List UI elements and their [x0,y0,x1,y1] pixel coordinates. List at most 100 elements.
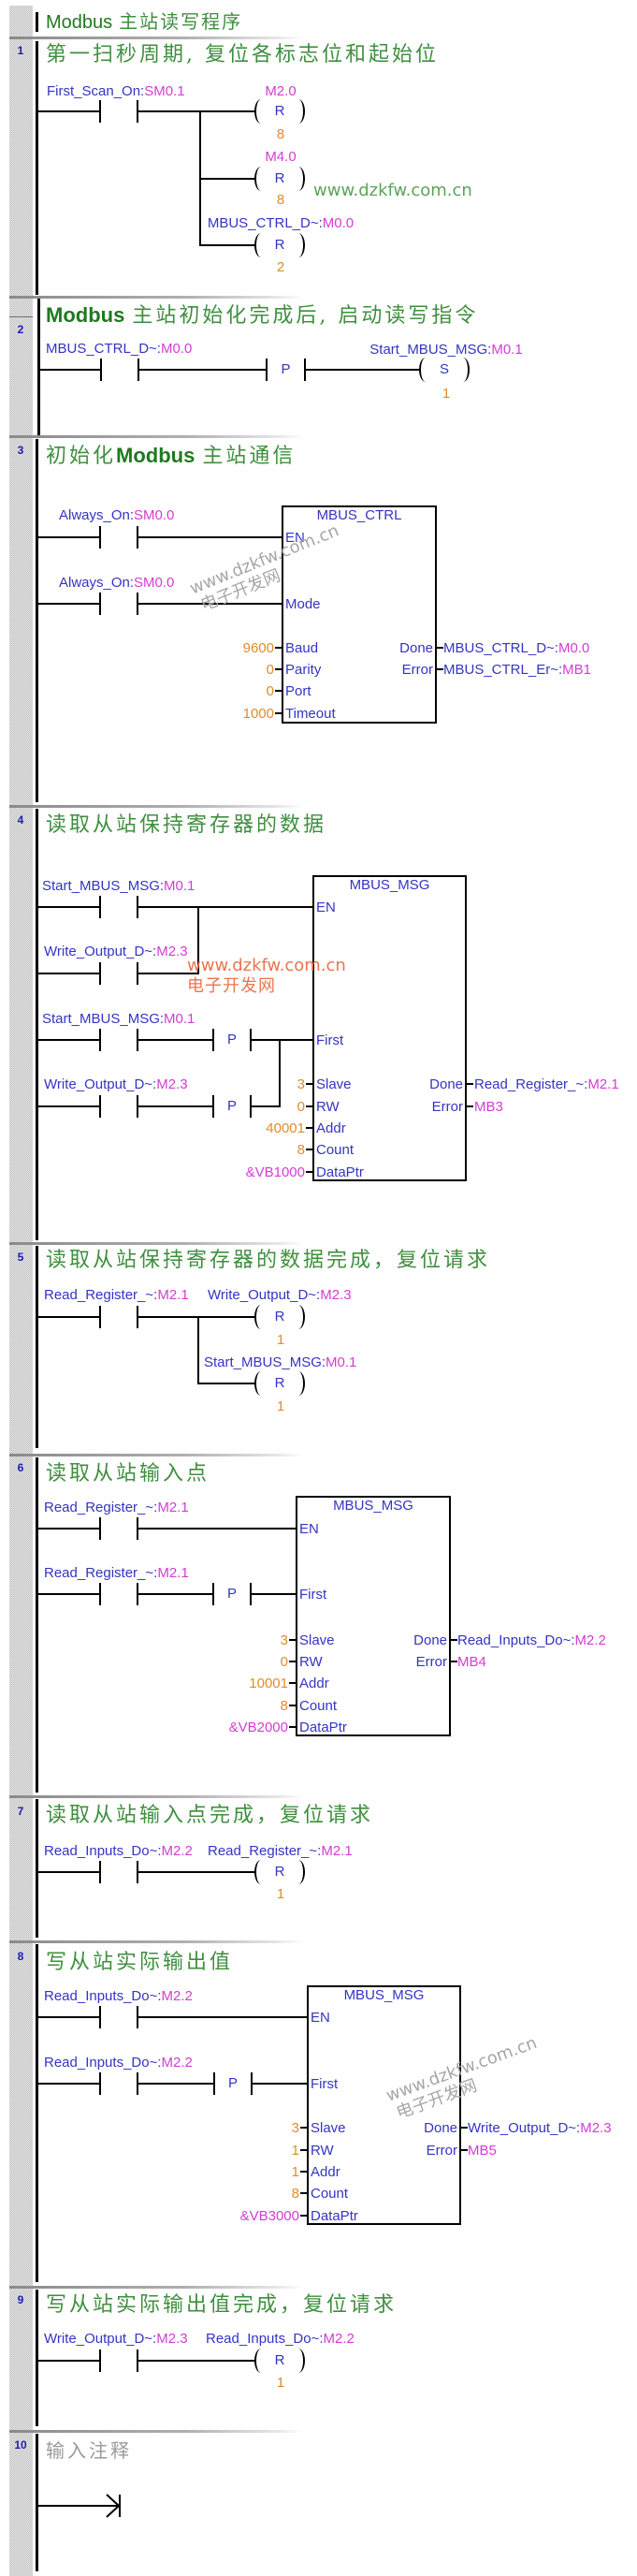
dataptr-value[interactable]: &VB1000 [245,1164,305,1180]
error-operand[interactable]: MBUS_CTRL_Er~:MB1 [443,662,591,678]
mbus-msg-block[interactable]: MBUS_MSG [307,1985,461,2225]
network-number[interactable]: 3 [17,444,24,457]
normally-open-contact[interactable] [99,593,138,615]
coil-operand[interactable]: Read_Inputs_Do~:M2.2 [206,2331,355,2347]
coil-count[interactable]: 1 [276,1398,285,1414]
normally-open-contact[interactable] [99,896,138,918]
positive-edge-contact[interactable]: P [212,1029,252,1051]
coil-operand[interactable]: Write_Output_D~:M2.3 [208,1287,352,1303]
reset-coil[interactable]: R [254,1371,305,1396]
network-number[interactable]: 10 [14,2438,27,2452]
coil-count[interactable]: 1 [276,1332,285,1348]
empty-rung-wire[interactable] [37,2505,119,2507]
network-number[interactable]: 2 [17,323,24,336]
coil-count[interactable]: 1 [276,1886,285,1902]
rw-value[interactable]: 0 [297,1099,305,1115]
baud-value[interactable]: 9600 [242,640,274,656]
coil-count[interactable]: 1 [276,2375,285,2391]
coil-operand[interactable]: M2.0 [265,83,297,99]
normally-open-contact[interactable] [100,359,139,381]
positive-edge-contact[interactable]: P [212,1095,252,1118]
reset-coil[interactable]: R [254,167,305,191]
rw-value[interactable]: 1 [291,2143,299,2159]
coil-count[interactable]: 1 [442,386,451,402]
normally-open-contact[interactable] [99,1095,138,1118]
mbus-msg-block[interactable]: MBUS_MSG [312,875,467,1181]
contact-operand[interactable]: Write_Output_D~:M2.3 [44,1076,188,1092]
network-title[interactable]: 读取从站输入点 [46,1462,210,1486]
done-operand[interactable]: Write_Output_D~:M2.3 [468,2120,612,2136]
network-title[interactable]: 写从站实际输出值 [46,1951,234,1974]
network-number[interactable]: 4 [17,813,24,827]
positive-edge-contact[interactable]: P [212,1583,252,1605]
network-title[interactable]: 读取从站输入点完成，复位请求 [46,1804,374,1827]
normally-open-contact[interactable] [99,2072,138,2095]
network-number[interactable]: 1 [17,44,24,57]
dataptr-value[interactable]: &VB2000 [228,1720,288,1735]
normally-open-contact[interactable] [99,1861,138,1883]
addr-value[interactable]: 1 [291,2164,299,2180]
normally-open-contact[interactable] [99,1029,138,1051]
parity-value[interactable]: 0 [266,662,274,678]
mbus-msg-block[interactable]: MBUS_MSG [296,1496,451,1736]
dataptr-value[interactable]: &VB3000 [239,2208,299,2224]
network-gutter[interactable] [9,6,33,2576]
network-number[interactable]: 9 [17,2293,24,2306]
normally-open-contact[interactable] [99,1583,138,1605]
slave-value[interactable]: 3 [291,2120,299,2136]
contact-operand[interactable]: Read_Register_~:M2.1 [44,1287,189,1303]
reset-coil[interactable]: R [254,99,305,124]
network-comment-placeholder[interactable]: 输入注释 [46,2439,132,2462]
done-operand[interactable]: Read_Inputs_Do~:M2.2 [457,1632,606,1648]
slave-value[interactable]: 3 [280,1632,288,1648]
contact-operand[interactable]: Always_On:SM0.0 [59,575,174,591]
network-number[interactable]: 6 [17,1461,24,1474]
count-value[interactable]: 8 [280,1698,288,1714]
contact-operand[interactable]: Read_Inputs_Do~:M2.2 [44,1988,193,2004]
contact-operand[interactable]: Write_Output_D~:M2.3 [44,2331,188,2347]
done-operand[interactable]: MBUS_CTRL_D~:M0.0 [443,640,589,656]
contact-operand[interactable]: First_Scan_On:SM0.1 [47,83,185,99]
set-coil[interactable]: S [419,358,470,382]
contact-operand[interactable]: MBUS_CTRL_D~:M0.0 [46,341,192,357]
contact-operand[interactable]: Start_MBUS_MSG:M0.1 [42,1011,195,1027]
coil-count[interactable]: 8 [276,126,285,142]
network-number[interactable]: 5 [17,1251,24,1264]
network-number[interactable]: 7 [17,1805,24,1818]
contact-operand[interactable]: Start_MBUS_MSG:M0.1 [42,878,195,894]
coil-operand[interactable]: Read_Register_~:M2.1 [208,1843,353,1859]
reset-coil[interactable]: R [254,1860,305,1884]
positive-edge-contact[interactable]: P [266,359,306,381]
rw-value[interactable]: 0 [280,1654,288,1670]
normally-open-contact[interactable] [99,526,138,549]
contact-operand[interactable]: Always_On:SM0.0 [59,507,174,523]
error-operand[interactable]: MB3 [474,1099,503,1115]
count-value[interactable]: 8 [297,1142,305,1158]
coil-operand[interactable]: M4.0 [265,149,297,165]
network-number[interactable]: 8 [17,1950,24,1963]
contact-operand[interactable]: Read_Inputs_Do~:M2.2 [44,1843,193,1859]
contact-operand[interactable]: Read_Register_~:M2.1 [44,1500,189,1515]
timeout-value[interactable]: 1000 [242,706,274,722]
network-title[interactable]: 读取从站保持寄存器的数据 [46,813,327,837]
normally-open-contact[interactable] [99,1517,138,1540]
error-operand[interactable]: MB4 [457,1654,486,1670]
reset-coil[interactable]: R [254,2349,305,2373]
contact-operand[interactable]: Read_Inputs_Do~:M2.2 [44,2055,193,2071]
error-operand[interactable]: MB5 [468,2143,497,2159]
addr-value[interactable]: 40001 [266,1120,305,1136]
network-title[interactable]: 写从站实际输出值完成，复位请求 [46,2293,398,2317]
mbus-ctrl-block[interactable]: MBUS_CTRL [282,505,437,724]
done-operand[interactable]: Read_Register_~:M2.1 [474,1076,619,1092]
reset-coil[interactable]: R [254,1305,305,1329]
network-title[interactable]: 第一扫秒周期, 复位各标志位和起始位 [46,43,439,66]
coil-count[interactable]: 2 [276,259,285,275]
addr-value[interactable]: 10001 [249,1676,288,1691]
coil-operand[interactable]: MBUS_CTRL_D~:M0.0 [187,215,374,231]
coil-count[interactable]: 8 [276,192,285,208]
contact-operand[interactable]: Read_Register_~:M2.1 [44,1565,189,1581]
port-value[interactable]: 0 [266,683,274,699]
